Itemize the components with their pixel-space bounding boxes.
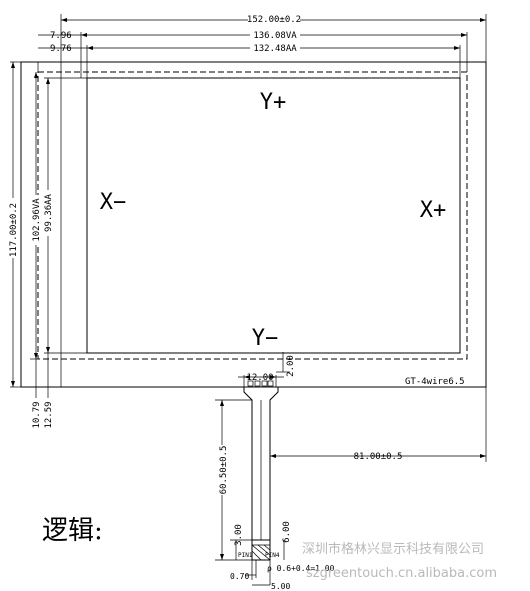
watermark-company: 深圳市格林兴显示科技有限公司 [302, 541, 484, 557]
label-x-plus: X+ [420, 198, 447, 223]
dim-left-va: 102.96VA [32, 198, 42, 242]
active-area-outline [86, 77, 461, 354]
dim-tail-width: 12.00 [246, 373, 273, 383]
dim-pin-total: 5.00 [271, 582, 290, 591]
dim-left-offset-2: 9.76 [50, 44, 72, 54]
dim-top-va: 136.08VA [253, 31, 297, 41]
dim-tail-gap: 2.00 [286, 355, 296, 377]
logic-label: 逻辑: [42, 516, 103, 546]
pin1-label: PIN1 [238, 552, 253, 559]
fpc-tail [215, 352, 487, 586]
label-y-plus: Y+ [260, 90, 287, 115]
pin4-label: PIN4 [265, 552, 280, 559]
dim-left-overall: 117.00±0.2 [9, 203, 19, 257]
dim-left-aa: 99.36AA [44, 193, 54, 232]
dim-top-aa: 132.48AA [253, 44, 297, 54]
label-y-minus: Y− [252, 326, 279, 351]
dim-pin-edge: 0.70 [230, 572, 249, 581]
dim-tail-offset: 81.00±0.5 [354, 452, 403, 462]
dim-bottom-2: 12.59 [44, 401, 54, 428]
watermark-url: szgreentouch.cn.alibaba.com [306, 566, 497, 581]
dim-tail-lower-right: 6.00 [282, 521, 292, 543]
dim-bottom-1: 10.79 [32, 401, 42, 428]
dim-left-offset-1: 7.96 [50, 31, 72, 41]
view-area-outline [37, 71, 468, 360]
dim-pin-pitch: ρ 0.6+0.4=1.00 [267, 564, 335, 573]
model-label: GT-4wire6.5 [405, 377, 465, 387]
dim-top-overall: 152.00±0.2 [247, 15, 301, 25]
dim-tail-length: 60.50±0.5 [219, 446, 229, 495]
label-x-minus: X− [100, 190, 127, 215]
dim-tail-lower-left: 3.00 [234, 524, 244, 546]
